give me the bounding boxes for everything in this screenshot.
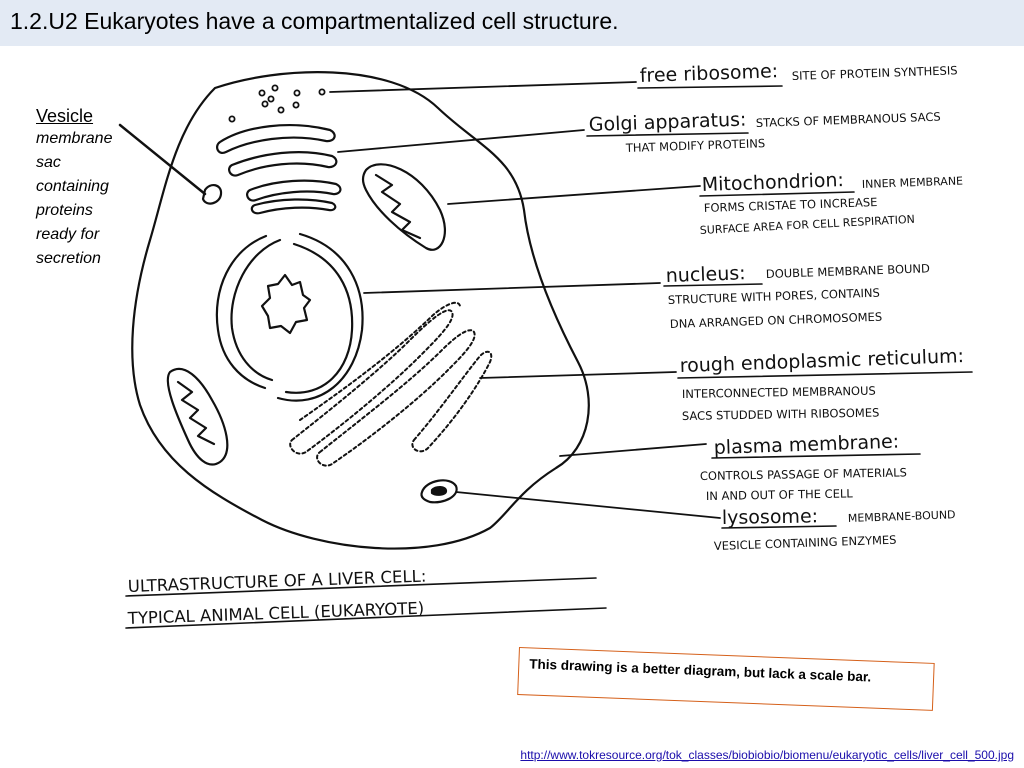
golgi-term: Golgi apparatus: — [588, 109, 746, 136]
golgi-desc-2: THAT MODIFY PROTEINS — [625, 136, 766, 155]
nucleolus — [260, 273, 312, 335]
vesicle-term: Vesicle — [36, 106, 94, 126]
note-text: This drawing is a better diagram, but la… — [529, 656, 872, 685]
vesicle — [201, 184, 223, 205]
rough-er-desc-2: SACS STUDDED WITH RIBOSOMES — [682, 406, 880, 423]
vesicle-pointer — [118, 123, 207, 196]
lysosome-desc-2: VESICLE CONTAINING ENZYMES — [714, 533, 897, 553]
mitochondrion-desc-1: INNER MEMBRANE — [862, 174, 964, 191]
lysosome — [420, 479, 458, 504]
plasma-membrane-desc-1: CONTROLS PASSAGE OF MATERIALS — [700, 465, 907, 483]
plasma-membrane — [131, 71, 590, 550]
nucleus-term: nucleus: — [665, 262, 746, 287]
nucleus-desc-3: DNA ARRANGED ON CHROMOSOMES — [670, 310, 883, 331]
label-underlines — [125, 85, 973, 629]
nucleus — [215, 232, 364, 402]
mitochondrion-lower — [166, 367, 229, 466]
rough-er-term: rough endoplasmic reticulum: — [679, 345, 964, 377]
nucleus-desc-1: DOUBLE MEMBRANE BOUND — [766, 261, 931, 281]
lysosome-desc-1: MEMBRANE-BOUND — [848, 508, 956, 525]
free-ribosomes — [228, 84, 326, 123]
mitochondrion-desc-3: SURFACE AREA FOR CELL RESPIRATION — [699, 213, 915, 237]
label-pointer-lines — [329, 81, 721, 519]
mitochondrion-desc-2: FORMS CRISTAE TO INCREASE — [704, 195, 878, 215]
vesicle-description: membrane sac containing proteins ready f… — [36, 130, 113, 267]
title-bar: 1.2.U2 Eukaryotes have a compartmentaliz… — [0, 0, 1024, 46]
caption-line-1: ULTRASTRUCTURE OF A LIVER CELL: — [127, 567, 426, 596]
nucleus-desc-2: STRUCTURE WITH PORES, CONTAINS — [668, 286, 880, 307]
golgi-apparatus — [216, 124, 342, 215]
caption-line-2: TYPICAL ANIMAL CELL (EUKARYOTE) — [126, 599, 424, 628]
rough-er-desc-1: INTERCONNECTED MEMBRANOUS — [682, 384, 876, 401]
free-ribosome-desc: SITE OF PROTEIN SYNTHESIS — [792, 63, 958, 83]
mitochondrion-upper — [361, 163, 446, 251]
rough-endoplasmic-reticulum — [289, 301, 493, 467]
lysosome-term: lysosome: — [722, 505, 819, 529]
golgi-desc-1: STACKS OF MEMBRANOUS SACS — [756, 110, 941, 130]
source-link[interactable]: http://www.tokresource.org/tok_classes/b… — [520, 748, 1014, 762]
slide-title: 1.2.U2 Eukaryotes have a compartmentaliz… — [10, 8, 619, 34]
free-ribosome-term: free ribosome: — [639, 60, 778, 87]
plasma-membrane-desc-2: IN AND OUT OF THE CELL — [706, 486, 854, 503]
vesicle-label: Vesicle membrane sac containing proteins… — [36, 106, 146, 271]
mitochondrion-term: Mitochondrion: — [701, 169, 844, 196]
